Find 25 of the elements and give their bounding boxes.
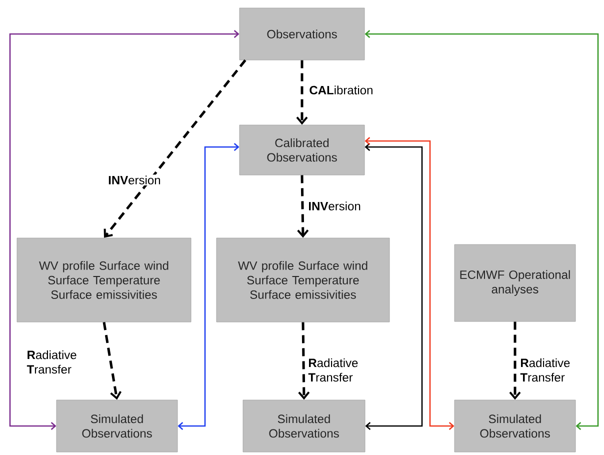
process-box: Calibrated Observations [239, 124, 365, 176]
edge-label: INVersion [108, 176, 160, 184]
edge-label: Radiative Transfer [26, 350, 76, 374]
arrow [102, 322, 122, 400]
arrow [104, 59, 246, 238]
process-box: Simulated Observations [242, 400, 366, 452]
arrow [296, 60, 308, 125]
process-box: Simulated Observations [56, 400, 178, 452]
edge-label: CALibration [310, 86, 372, 94]
process-box: Simulated Observations [454, 400, 576, 452]
process-box: WV profile Surface wind Surface Temperature Surface emissivities [216, 238, 390, 322]
edge-label: INVersion [309, 202, 360, 210]
edge-label: Radiative Transfer [308, 358, 358, 382]
process-box: WV profile Surface wind Surface Temperature Surface emissivities [16, 238, 192, 322]
edge-label: Radiative Transfer [520, 358, 570, 382]
process-box: Observations [239, 8, 365, 60]
arrow [364, 137, 454, 430]
process-box: ECMWF Operational analyses [454, 244, 576, 322]
arrow [9, 30, 240, 430]
arrow [509, 322, 521, 400]
arrow [297, 175, 309, 238]
arrow [364, 143, 423, 430]
arrow [364, 30, 599, 430]
arrow [178, 143, 240, 430]
arrow [298, 322, 310, 400]
